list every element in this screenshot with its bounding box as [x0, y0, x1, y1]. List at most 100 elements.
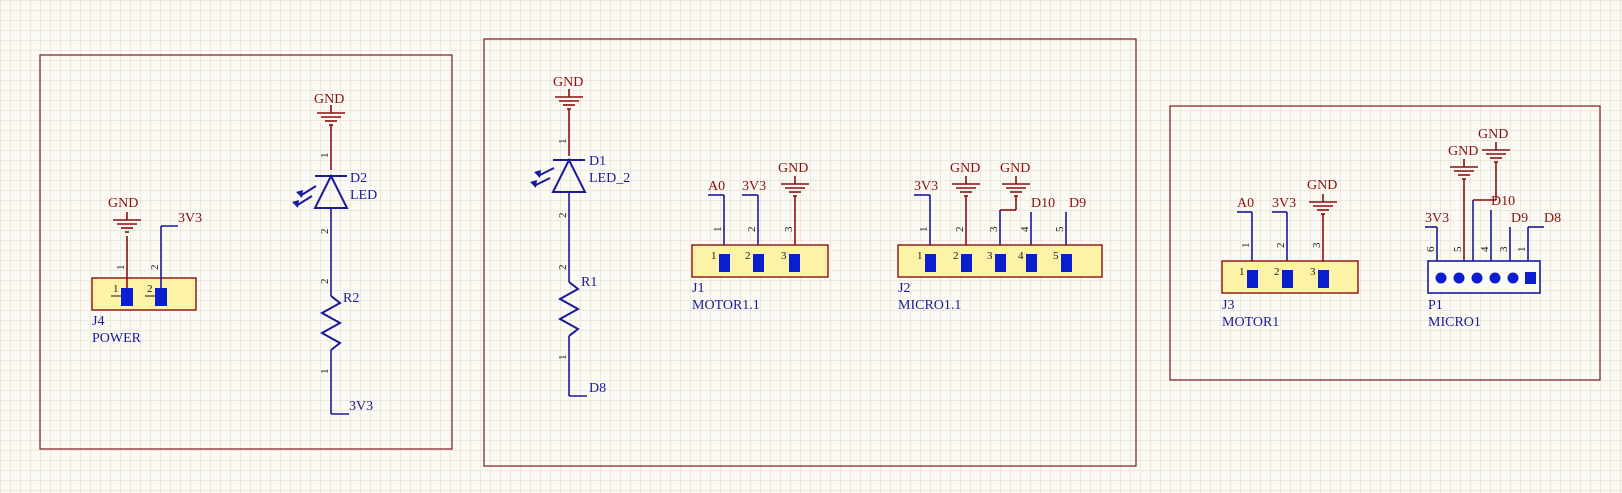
pin-number: 1 — [557, 139, 569, 145]
pin-number: 2 — [557, 265, 569, 271]
name-d2: LED — [350, 188, 377, 203]
pin-number: 4 — [1479, 246, 1491, 252]
ref-d1: D1 — [589, 154, 606, 169]
name-d1: LED_2 — [589, 171, 630, 186]
pin-number: 4 — [1018, 250, 1024, 262]
pin-number: 5 — [1054, 226, 1066, 232]
pin-number: 1 — [319, 153, 331, 159]
gnd-label: GND — [950, 161, 980, 176]
gnd-label: GND — [553, 75, 583, 90]
pin-number: 3 — [988, 226, 1000, 232]
gnd-symbol — [112, 211, 142, 233]
gnd-label: GND — [1448, 144, 1478, 159]
pin-number: 3 — [987, 250, 993, 262]
net-label-3v3: 3V3 — [349, 399, 373, 414]
ref-j4: J4 — [92, 314, 104, 329]
pin-number: 3 — [1311, 242, 1323, 248]
connector-p1[interactable] — [1427, 260, 1541, 294]
net-label-3v3: 3V3 — [914, 179, 938, 194]
ref-d2: D2 — [350, 171, 367, 186]
pin-number: 2 — [149, 265, 161, 271]
gnd-symbol — [951, 175, 981, 197]
ref-j2: J2 — [898, 281, 910, 296]
pin-number: 2 — [746, 227, 758, 233]
led-d1[interactable] — [530, 157, 587, 193]
pin-number: 2 — [953, 250, 959, 262]
pin-number: 3 — [1310, 266, 1316, 278]
pin-number: 2 — [1274, 266, 1280, 278]
net-label-3v3: 3V3 — [1272, 196, 1296, 211]
connector-j2[interactable]: 1 2 3 4 5 — [897, 244, 1103, 278]
ref-r1: R1 — [581, 275, 597, 290]
pin-number: 1 — [557, 355, 569, 361]
sheet-motor-micro[interactable] — [483, 38, 1137, 467]
net-label-d8: D8 — [589, 381, 606, 396]
name-j2: MICRO1.1 — [898, 298, 961, 313]
pin-number: 3 — [781, 250, 787, 262]
pin-number: 3 — [1498, 246, 1510, 252]
gnd-label: GND — [108, 196, 138, 211]
pin-number: 1 — [319, 369, 331, 375]
ref-p1: P1 — [1428, 298, 1443, 313]
net-label-d8: D8 — [1544, 211, 1561, 226]
resistor-r1[interactable] — [557, 281, 581, 337]
gnd-label: GND — [1478, 127, 1508, 142]
gnd-label: GND — [314, 92, 344, 107]
pin-number: 1 — [918, 227, 930, 233]
gnd-label: GND — [1307, 178, 1337, 193]
name-p1: MICRO1 — [1428, 315, 1481, 330]
pin-number: 1 — [115, 265, 127, 271]
connector-j1[interactable]: 1 2 3 — [691, 244, 829, 278]
gnd-label: GND — [1000, 161, 1030, 176]
net-label-d10: D10 — [1031, 196, 1055, 211]
pin-number: 2 — [1275, 243, 1287, 249]
connector-j4[interactable]: 1 2 J4 POWER — [91, 277, 197, 346]
pin-number: 2 — [319, 279, 331, 285]
pin-number: 1 — [113, 283, 119, 295]
sheet-final[interactable] — [1169, 105, 1601, 381]
pin-number: 1 — [1516, 247, 1528, 253]
connector-j3[interactable]: 1 2 3 — [1221, 260, 1359, 294]
gnd-label: GND — [778, 161, 808, 176]
gnd-symbol — [316, 104, 346, 126]
gnd-symbol — [780, 175, 810, 197]
led-d2[interactable] — [292, 173, 349, 209]
pin-number: 2 — [147, 283, 153, 295]
pin-number: 1 — [917, 250, 923, 262]
net-label-a0: A0 — [1237, 196, 1254, 211]
pin-number: 1 — [1239, 266, 1245, 278]
pin-number: 2 — [954, 227, 966, 233]
gnd-symbol — [1449, 158, 1479, 180]
pin-number: 6 — [1425, 246, 1437, 252]
net-label-d9: D9 — [1511, 211, 1528, 226]
pin-number: 2 — [557, 213, 569, 219]
name-j3: MOTOR1 — [1222, 315, 1279, 330]
ref-j3: J3 — [1222, 298, 1234, 313]
resistor-r2[interactable] — [319, 295, 343, 351]
net-label-3v3: 3V3 — [178, 211, 202, 226]
pin-number: 5 — [1053, 250, 1059, 262]
net-label-3v3: 3V3 — [742, 179, 766, 194]
pin-number: 5 — [1452, 246, 1464, 252]
pin-number: 2 — [745, 250, 751, 262]
gnd-symbol — [1001, 175, 1031, 197]
net-label-3v3: 3V3 — [1425, 211, 1449, 226]
gnd-symbol — [554, 88, 584, 110]
pin-number: 4 — [1019, 226, 1031, 232]
net-label-d10: D10 — [1491, 194, 1515, 209]
gnd-symbol — [1308, 193, 1338, 215]
net-label-d9: D9 — [1069, 196, 1086, 211]
pin-number: 2 — [319, 229, 331, 235]
name-j4: POWER — [92, 331, 142, 346]
sheet-power-led[interactable] — [39, 54, 453, 450]
net-label-a0: A0 — [708, 179, 725, 194]
gnd-symbol — [1481, 141, 1511, 163]
pin-number: 1 — [712, 227, 724, 233]
ref-j1: J1 — [692, 281, 704, 296]
ref-r2: R2 — [343, 291, 359, 306]
name-j1: MOTOR1.1 — [692, 298, 760, 313]
pin-number: 1 — [711, 250, 717, 262]
pin-number: 3 — [783, 226, 795, 232]
pin-number: 1 — [1240, 243, 1252, 249]
